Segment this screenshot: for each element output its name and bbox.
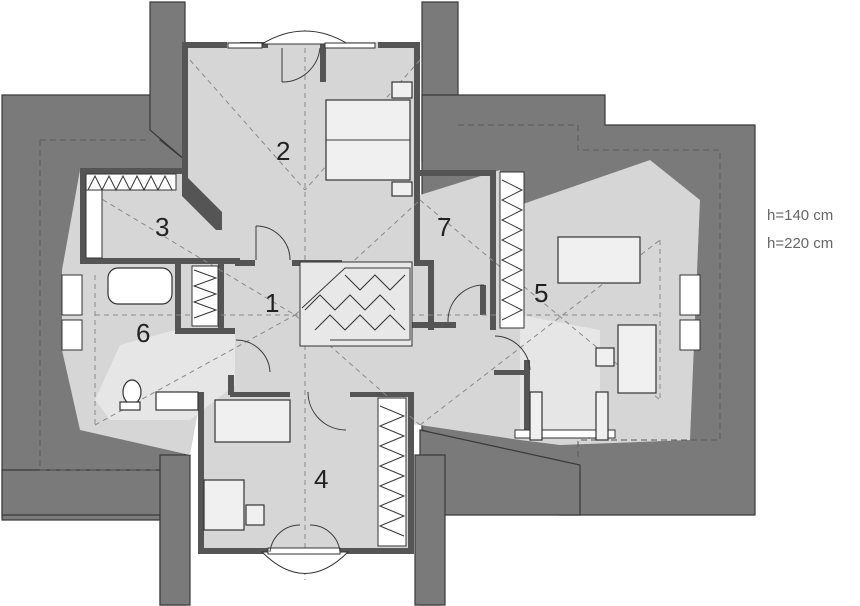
window xyxy=(267,547,341,555)
doors xyxy=(235,47,531,553)
room-label-5: 5 xyxy=(534,278,548,308)
wall xyxy=(198,392,204,554)
wall xyxy=(338,548,414,554)
legend-height-high: h=220 cm xyxy=(767,235,833,252)
stair-outline xyxy=(301,267,411,341)
bay-window-top xyxy=(260,30,350,45)
door-swing xyxy=(447,284,485,323)
height-legend: h=140 cm h=220 cm xyxy=(767,207,833,252)
wall xyxy=(182,42,227,48)
bathtub xyxy=(107,267,173,305)
chair xyxy=(245,504,265,526)
window xyxy=(324,42,376,49)
wall xyxy=(480,285,486,315)
wall xyxy=(416,170,496,176)
roof-bottom-dormer-left xyxy=(159,454,191,606)
bay-window-bottom xyxy=(260,551,350,574)
column xyxy=(595,391,609,441)
door-swing xyxy=(269,524,301,553)
roof-bottom-dormer-right xyxy=(414,454,446,606)
wall xyxy=(350,392,408,397)
wardrobe xyxy=(85,189,103,259)
wardrobe xyxy=(191,265,219,327)
dashed-line xyxy=(458,124,721,460)
stair-steps xyxy=(304,294,396,311)
dashed-line xyxy=(189,59,306,191)
door-swing xyxy=(235,339,271,373)
nightstand xyxy=(391,181,413,197)
toilet-tank xyxy=(119,401,141,411)
wall xyxy=(524,360,530,430)
wall xyxy=(408,392,414,554)
window xyxy=(61,274,83,316)
windows xyxy=(61,30,701,574)
wardrobes xyxy=(85,171,525,547)
wall xyxy=(228,375,234,395)
wall xyxy=(182,178,222,230)
wardrobe xyxy=(499,171,525,329)
roof-bottom-left xyxy=(1,469,186,606)
door-swing xyxy=(307,391,347,431)
nightstand xyxy=(391,81,413,99)
wall xyxy=(80,168,185,174)
wall xyxy=(235,260,255,266)
stair-area xyxy=(299,261,413,347)
single-bed xyxy=(557,236,641,284)
toilet xyxy=(122,379,142,405)
room-label-3: 3 xyxy=(155,212,169,242)
chair xyxy=(595,347,615,367)
wall xyxy=(175,264,181,334)
wardrobe-hangers xyxy=(378,405,406,537)
wall xyxy=(494,370,524,375)
window xyxy=(679,319,701,351)
staircase xyxy=(299,261,413,347)
wall xyxy=(378,42,420,48)
dashed-line xyxy=(94,194,296,316)
room-label-1: 1 xyxy=(265,288,279,318)
room-labels: 2 3 7 1 5 6 4 xyxy=(136,136,548,494)
wall xyxy=(80,258,240,264)
dashed-line xyxy=(39,140,160,471)
wall xyxy=(182,42,188,192)
wardrobe-hangers xyxy=(500,179,524,321)
wall xyxy=(428,260,434,330)
double-sink xyxy=(155,391,199,411)
wall xyxy=(490,170,496,330)
wall xyxy=(230,392,290,397)
door-swing xyxy=(494,335,531,371)
wall xyxy=(320,42,326,82)
wall xyxy=(80,168,86,263)
window xyxy=(227,42,263,49)
room-label-7: 7 xyxy=(437,212,451,242)
wall xyxy=(175,328,235,334)
wardrobe-hangers xyxy=(192,269,218,319)
wall xyxy=(218,258,224,334)
desk xyxy=(203,479,245,531)
wall xyxy=(198,548,268,554)
wall xyxy=(408,322,456,328)
dashed-line xyxy=(419,199,661,401)
window xyxy=(514,429,616,439)
desk xyxy=(617,324,657,394)
wardrobe xyxy=(377,397,407,547)
door-swing xyxy=(255,225,291,261)
door-swing xyxy=(309,524,341,553)
column xyxy=(529,391,543,441)
bathroom-fixtures xyxy=(107,267,199,411)
room-label-2: 2 xyxy=(276,136,290,166)
legend-height-low: h=140 cm xyxy=(767,207,833,224)
single-bed xyxy=(214,399,291,443)
window xyxy=(679,274,701,316)
door-swing xyxy=(281,47,321,83)
stair-steps xyxy=(344,274,406,291)
room-label-4: 4 xyxy=(314,464,328,494)
room-label-6: 6 xyxy=(136,318,150,348)
wall xyxy=(414,42,420,260)
furniture xyxy=(203,81,657,531)
wall xyxy=(414,260,434,266)
window xyxy=(61,319,83,351)
stair-steps xyxy=(314,314,406,331)
